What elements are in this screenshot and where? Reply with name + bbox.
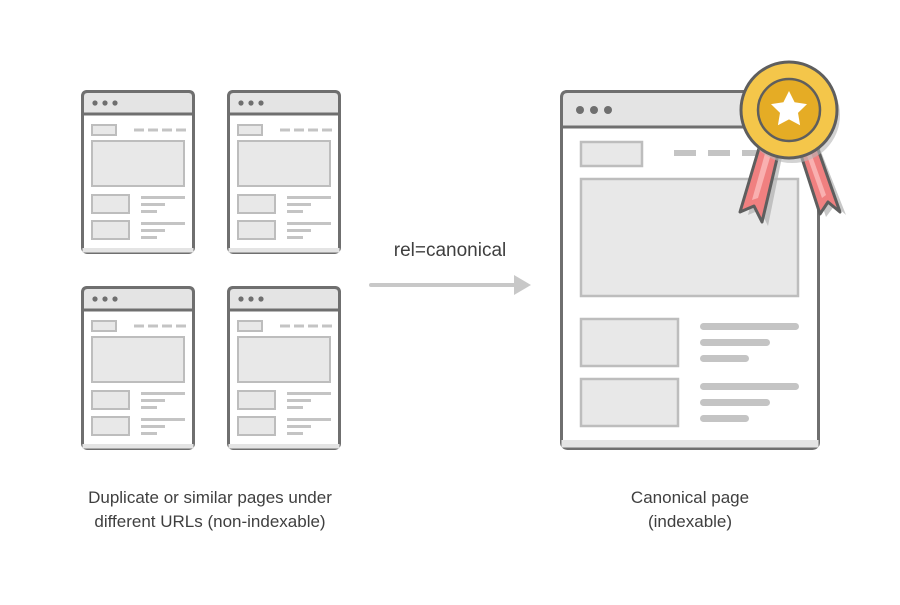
duplicates-caption: Duplicate or similar pages under differe…	[60, 486, 360, 534]
award-medal-icon	[738, 60, 846, 226]
duplicate-page-3	[81, 286, 195, 450]
canonical-arrow	[369, 275, 531, 295]
duplicate-page-1	[81, 90, 195, 254]
canonical-page	[560, 90, 820, 450]
arrow-label: rel=canonical	[393, 240, 507, 261]
star-icon	[771, 91, 807, 126]
duplicates-caption-line-1: Duplicate or similar pages under	[88, 488, 332, 507]
duplicate-page-2	[227, 90, 341, 254]
canonical-caption-line-1: Canonical page	[630, 488, 750, 507]
canonical-caption-line-2: (indexable)	[647, 512, 733, 531]
canonical-caption: Canonical page (indexable)	[560, 486, 820, 534]
duplicate-pages-group	[81, 90, 341, 450]
duplicate-page-4	[227, 286, 341, 450]
duplicates-caption-line-2: different URLs (non-indexable)	[94, 512, 326, 531]
